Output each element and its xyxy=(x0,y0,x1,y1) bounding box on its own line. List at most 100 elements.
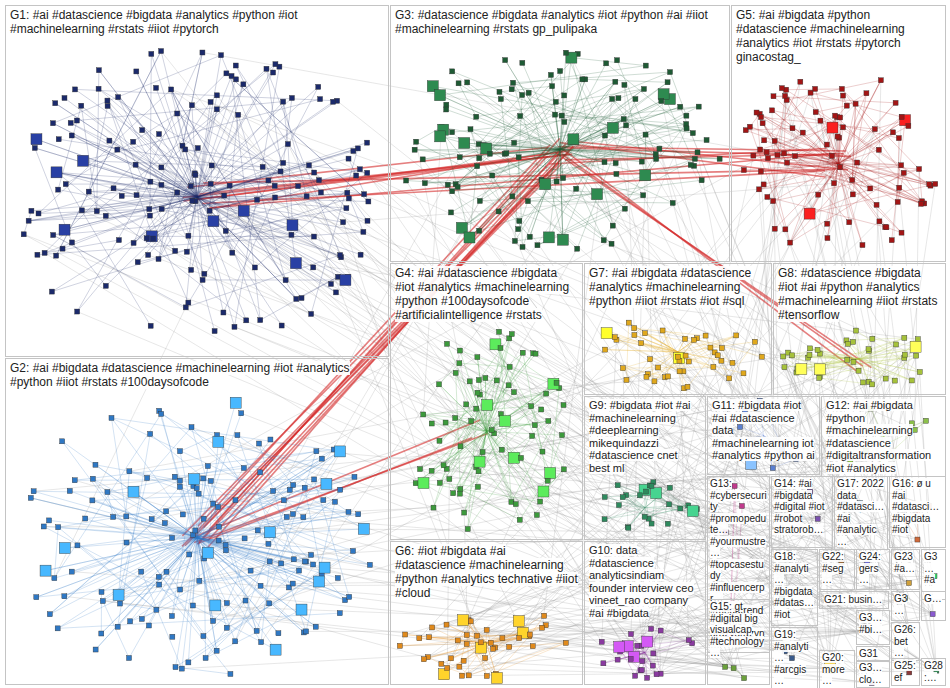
edge-line xyxy=(35,148,72,242)
edge-line xyxy=(616,340,679,372)
vertex-marker xyxy=(490,173,495,178)
edge-line xyxy=(53,235,830,668)
edge-line xyxy=(432,627,502,638)
vertex-marker xyxy=(487,151,492,156)
edge-line xyxy=(137,195,652,486)
vertex-marker xyxy=(562,93,567,98)
vertex-marker xyxy=(328,281,333,286)
edge-line xyxy=(839,164,880,222)
edge-line xyxy=(512,89,695,159)
vertex-marker xyxy=(510,194,515,199)
vertex-marker xyxy=(103,283,108,288)
vertex-marker xyxy=(688,162,693,167)
vertex-marker xyxy=(73,87,78,92)
edge-line xyxy=(55,103,197,197)
edge-line xyxy=(487,421,549,432)
edge-line xyxy=(860,344,897,359)
vertex-marker xyxy=(147,213,152,218)
vertex-marker xyxy=(156,256,161,261)
edge-line xyxy=(347,193,367,221)
vertex-marker xyxy=(219,53,224,58)
edge-line xyxy=(564,469,734,668)
edge-line xyxy=(190,420,480,539)
vertex-marker xyxy=(607,122,618,133)
edge-line xyxy=(83,161,263,167)
vertex-marker xyxy=(497,89,502,94)
vertex-marker xyxy=(518,114,523,119)
vertex-marker xyxy=(105,98,110,103)
edge-line xyxy=(757,113,803,133)
edge-line xyxy=(678,336,706,352)
vertex-marker xyxy=(75,309,80,314)
edge-line xyxy=(839,103,896,164)
vertex-marker xyxy=(105,103,110,108)
edge-line xyxy=(236,66,321,193)
edge-line xyxy=(197,538,276,650)
vertex-marker xyxy=(208,100,213,105)
edge-line xyxy=(57,172,247,320)
vertex-marker xyxy=(853,101,858,106)
vertex-marker xyxy=(260,164,265,169)
vertex-marker xyxy=(149,51,154,56)
vertex-marker xyxy=(208,216,219,227)
edge-line xyxy=(772,110,899,138)
vertex-marker xyxy=(272,183,277,188)
vertex-marker xyxy=(232,324,237,329)
vertex-marker xyxy=(684,126,689,131)
vertex-marker xyxy=(362,192,367,197)
edge-line xyxy=(560,53,566,150)
vertex-marker xyxy=(670,200,675,205)
edge-line xyxy=(605,350,678,352)
vertex-marker xyxy=(244,318,249,323)
edge-line xyxy=(423,483,540,502)
vertex-marker xyxy=(643,63,648,68)
edge-line xyxy=(490,150,560,154)
vertex-marker xyxy=(553,112,558,117)
vertex-marker xyxy=(264,66,269,71)
edge-line xyxy=(520,473,550,520)
vertex-marker xyxy=(344,206,349,211)
edge-line xyxy=(93,479,197,538)
edge-line xyxy=(573,139,830,667)
edge-line xyxy=(36,139,197,197)
vertex-marker xyxy=(557,234,568,245)
vertex-marker xyxy=(558,69,563,74)
edge-line xyxy=(651,629,661,674)
vertex-marker xyxy=(580,77,585,82)
vertex-marker xyxy=(455,184,460,189)
edge-line xyxy=(487,334,512,431)
vertex-marker xyxy=(357,167,362,172)
edge-line xyxy=(219,538,245,540)
edge-line xyxy=(193,535,305,562)
vertex-marker xyxy=(159,49,164,54)
edge-line xyxy=(560,150,645,176)
vertex-marker xyxy=(498,97,503,102)
edge-line xyxy=(53,235,186,307)
edge-line xyxy=(842,89,919,169)
edge-line xyxy=(72,135,118,149)
vertex-marker xyxy=(266,178,271,183)
edge-line xyxy=(197,514,358,537)
edge-line xyxy=(197,538,217,651)
edge-line xyxy=(432,432,487,471)
edge-line xyxy=(259,444,294,560)
edge-line xyxy=(499,86,552,92)
edge-line xyxy=(197,197,311,314)
vertex-marker xyxy=(148,323,153,328)
vertex-marker xyxy=(116,95,121,100)
edge-line xyxy=(784,153,921,203)
edge-line xyxy=(560,150,673,203)
edge-line xyxy=(103,538,197,602)
edge-line xyxy=(440,95,560,149)
edge-line xyxy=(623,497,645,517)
vertex-marker xyxy=(318,97,323,102)
edge-line xyxy=(744,164,839,171)
vertex-marker xyxy=(520,244,525,249)
edge-line xyxy=(560,99,670,149)
edge-line xyxy=(223,197,275,312)
vertex-marker xyxy=(169,87,174,92)
edge-line xyxy=(678,352,729,378)
edge-line xyxy=(29,197,197,221)
edge-line xyxy=(235,500,358,514)
vertex-marker xyxy=(32,145,37,150)
